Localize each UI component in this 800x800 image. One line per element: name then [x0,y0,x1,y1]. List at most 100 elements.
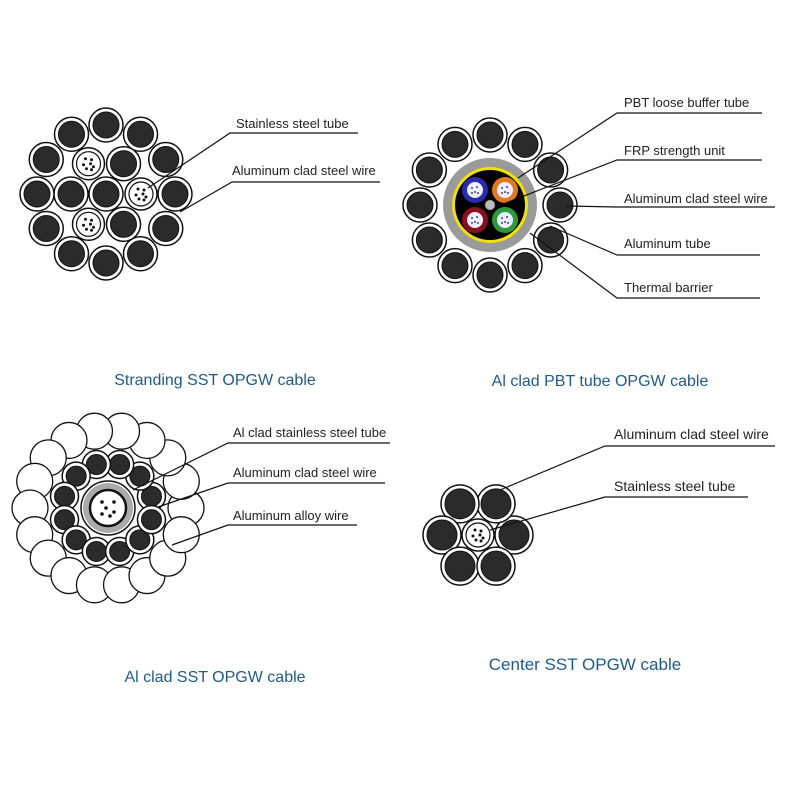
wire-core [58,240,85,268]
optical-fiber [112,500,116,504]
wire-core [444,488,476,520]
optical-fiber [92,225,95,229]
optical-fiber [137,197,141,201]
title-al-clad-sst: Al clad SST OPGW cable [124,669,305,686]
wire-core [110,210,137,238]
pbt-loose-buffer-tube [492,177,518,203]
wire-core [415,156,443,184]
stainless-steel-tube [71,146,106,181]
aluminum-clad-steel-wire [437,126,473,163]
aluminum-clad-steel-wire [28,141,64,178]
label-aluminum-clad-steel-wire: Aluminum clad steel wire [614,426,769,442]
frp-strength-unit [484,199,496,211]
optical-fiber [85,227,88,231]
optical-fiber [476,186,478,188]
wire-core [65,529,87,551]
aluminum-clad-steel-wire [476,546,516,586]
optical-fiber [90,158,93,162]
optical-fiber [506,216,508,218]
aluminum-clad-steel-wire [81,536,112,567]
wire-core [23,180,51,208]
wire-core [54,485,76,507]
leader-line [179,181,380,213]
optical-fiber [134,193,138,197]
optical-fiber [90,168,93,172]
wire-core [444,550,476,582]
label-stainless-steel-tube: Stainless steel tube [614,478,736,494]
aluminum-clad-steel-wire [49,481,80,512]
aluminum-clad-steel-wire [437,247,473,284]
optical-fiber [100,512,104,516]
title-al-clad-pbt: Al clad PBT tube OPGW cable [492,373,709,390]
label-stainless-steel-tube: Stainless steel tube [236,116,349,131]
al-clad-pbt-diagram [402,117,578,293]
optical-fiber [89,222,92,226]
aluminum-clad-steel-wire [472,117,508,153]
aluminum-alloy-wire [162,516,200,554]
aluminum-clad-steel-wire [507,126,543,163]
wire-core [129,529,151,551]
label-aluminum-clad-steel-wire: Aluminum clad steel wire [233,465,377,480]
fiber-gel [497,182,513,198]
optical-fiber [142,188,146,192]
optical-fiber [471,217,473,219]
leader-line [529,232,760,299]
optical-fiber [92,165,95,169]
optical-fiber [474,538,478,542]
stainless-steel-tube [71,207,106,242]
aluminum-clad-steel-wire [53,176,89,212]
optical-fiber [501,222,503,224]
aluminum-clad-steel-wire [125,525,155,555]
label-frp-strength-unit: FRP strength unit [624,143,725,158]
wire-core [152,215,180,242]
leader-line [517,112,762,179]
optical-fiber [479,529,483,533]
optical-fiber [506,186,508,188]
title-stranding-sst: Stranding SST OPGW cable [114,372,316,389]
aluminum-clad-steel-wire [411,222,448,258]
wire-core [92,180,120,208]
aluminum-clad-steel-wire [136,504,167,535]
aluminum-clad-steel-wire [542,187,578,223]
optical-fiber [108,514,112,518]
wire-core [127,240,154,268]
leader-line [497,159,762,207]
optical-fiber [471,192,473,194]
aluminum-clad-steel-wire [422,515,462,555]
optical-fiber [471,534,475,538]
optical-fiber [84,217,87,221]
optical-fiber [82,163,85,167]
wire-core [57,180,85,208]
optical-fiber [501,217,503,219]
wire-core [415,226,443,254]
wire-core [476,121,504,149]
wire-core [110,150,137,178]
wire-core [85,454,107,476]
optical-fiber [90,218,93,222]
center-sst-diagram [422,484,534,586]
optical-fiber [82,223,85,227]
aluminum-clad-steel-wire [402,187,438,223]
aluminum-clad-steel-wire [122,116,159,152]
fiber-gel [467,212,483,228]
optical-fiber [501,192,503,194]
pbt-loose-buffer-tube [492,207,518,233]
label-aluminum-tube: Aluminum tube [624,236,711,251]
tube-inner [128,181,154,207]
wire-core [92,111,120,139]
stranding-sst-diagram [19,107,193,281]
optical-fiber [84,157,87,161]
optical-fiber [477,222,479,224]
optical-fiber [504,221,506,223]
wire-core [476,261,504,289]
pbt-loose-buffer-tube [462,177,488,203]
wire-core [546,191,574,219]
aluminum-clad-steel-wire [532,222,569,258]
leader-lines [132,112,775,546]
wire-core [406,191,434,219]
wire-core [109,540,131,562]
leader-line [499,445,775,491]
al-clad-sst-diagram [11,412,205,604]
wire-core [498,519,530,551]
